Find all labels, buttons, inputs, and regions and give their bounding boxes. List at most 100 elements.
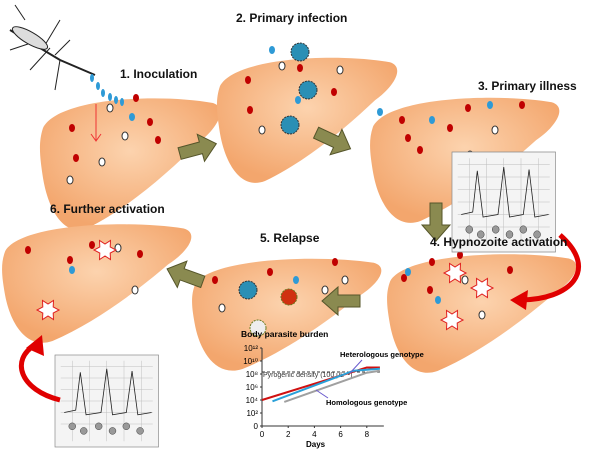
hypnozoite: [461, 275, 469, 285]
y-tick-label: 0: [254, 422, 259, 431]
activation-burst: [439, 309, 465, 331]
hypnozoite: [336, 65, 344, 75]
red-parasite: [331, 88, 337, 96]
stage-label-3: 3. Primary illness: [478, 79, 577, 93]
red-parasite: [399, 116, 405, 124]
blue-parasite: [69, 266, 75, 274]
red-parasite: [507, 266, 513, 274]
y-tick-label: 10⁸: [246, 370, 258, 379]
schizont: [298, 80, 318, 100]
red-parasite: [25, 246, 31, 254]
inoculation-arrow: [90, 104, 102, 142]
parasite-burden-chart: Body parasite burden Days Heterologous g…: [241, 329, 424, 449]
series-line-2: [283, 369, 381, 403]
y-tick-label: 10⁴: [246, 396, 259, 405]
blue-parasite: [429, 116, 435, 124]
red-parasite: [137, 250, 143, 258]
red-parasite: [429, 258, 435, 266]
blue-parasite: [129, 113, 135, 121]
red-parasite: [245, 76, 251, 84]
schizont: [290, 42, 310, 62]
stage-label-6: 6. Further activation: [50, 202, 165, 216]
x-axis-label: Days: [306, 440, 326, 449]
red-parasite: [519, 101, 525, 109]
hypnozoite: [321, 285, 329, 295]
red-parasite: [89, 241, 95, 249]
stage-label-4: 4. Hypnozoite activation: [430, 235, 567, 249]
red-parasite: [73, 154, 79, 162]
red-parasite: [247, 106, 253, 114]
hypnozoite: [98, 157, 106, 167]
red-parasite: [147, 118, 153, 126]
red-parasite: [133, 94, 139, 102]
schizont: [238, 280, 258, 300]
hypnozoite: [491, 125, 499, 135]
hypnozoite: [66, 175, 74, 185]
hypnozoite: [218, 303, 226, 313]
blue-parasite: [405, 268, 411, 276]
red-parasite: [67, 256, 73, 264]
schizont: [249, 319, 267, 337]
red-parasite: [267, 268, 273, 276]
series-line-0: [261, 366, 380, 401]
sporozoites: [90, 74, 124, 106]
red-parasite: [427, 286, 433, 294]
annotation-heterologous: Heterologous genotype: [340, 350, 424, 359]
y-tick-label: 10²: [246, 409, 258, 418]
mosquito-icon: [9, 4, 96, 91]
activation-burst: [442, 262, 468, 284]
red-parasite: [155, 136, 161, 144]
annotation-pointer: [349, 359, 363, 374]
x-tick-label: 4: [312, 430, 317, 439]
red-parasite: [212, 276, 218, 284]
schizont: [280, 115, 300, 135]
annotation-homologous: Homologous genotype: [326, 398, 407, 407]
blue-parasite: [435, 296, 441, 304]
relapse-arrow-2: [18, 342, 61, 403]
red-parasite: [447, 124, 453, 132]
red-parasite: [465, 104, 471, 112]
chart-title: Body parasite burden: [241, 329, 328, 339]
parasite-dots: [25, 42, 525, 337]
activation-burst: [92, 239, 118, 261]
red-parasite: [417, 146, 423, 154]
threshold-label: Pyrogenic density (100 μL⁻¹): [263, 372, 352, 379]
activation-burst: [35, 299, 61, 321]
hypnozoite: [106, 103, 114, 113]
x-tick-label: 6: [338, 430, 343, 439]
hypnozoite: [478, 310, 486, 320]
hypnozoite: [131, 285, 139, 295]
stage-label-1: 1. Inoculation: [120, 67, 197, 81]
liver-6: [2, 224, 192, 343]
blue-parasite: [487, 101, 493, 109]
hypnozoite: [278, 61, 286, 71]
x-tick-label: 2: [286, 430, 291, 439]
blue-parasite: [377, 108, 383, 116]
y-tick-label: 10⁶: [246, 383, 258, 392]
x-tick-label: 0: [260, 430, 265, 439]
red-parasite: [332, 258, 338, 266]
hypnozoite: [114, 243, 122, 253]
blue-parasite: [295, 96, 301, 104]
red-parasite: [69, 124, 75, 132]
x-tick-label: 8: [365, 430, 370, 439]
y-tick-label: 10¹⁰: [243, 357, 258, 366]
stage-label-2: 2. Primary infection: [236, 11, 347, 25]
schizont: [280, 288, 298, 306]
red-parasite: [405, 134, 411, 142]
liver-2: [216, 57, 398, 183]
activation-burst: [469, 277, 495, 299]
blue-parasite: [269, 46, 275, 54]
hypnozoite: [341, 275, 349, 285]
series-line-1: [272, 367, 380, 403]
red-parasite: [457, 251, 463, 259]
fever-chart-2: [54, 354, 159, 448]
stage-label-5: 5. Relapse: [260, 231, 320, 245]
annotation-pointer: [315, 389, 329, 399]
hypnozoite: [258, 125, 266, 135]
y-tick-label: 10¹²: [244, 344, 259, 353]
red-parasite: [297, 64, 303, 72]
red-parasite: [401, 274, 407, 282]
